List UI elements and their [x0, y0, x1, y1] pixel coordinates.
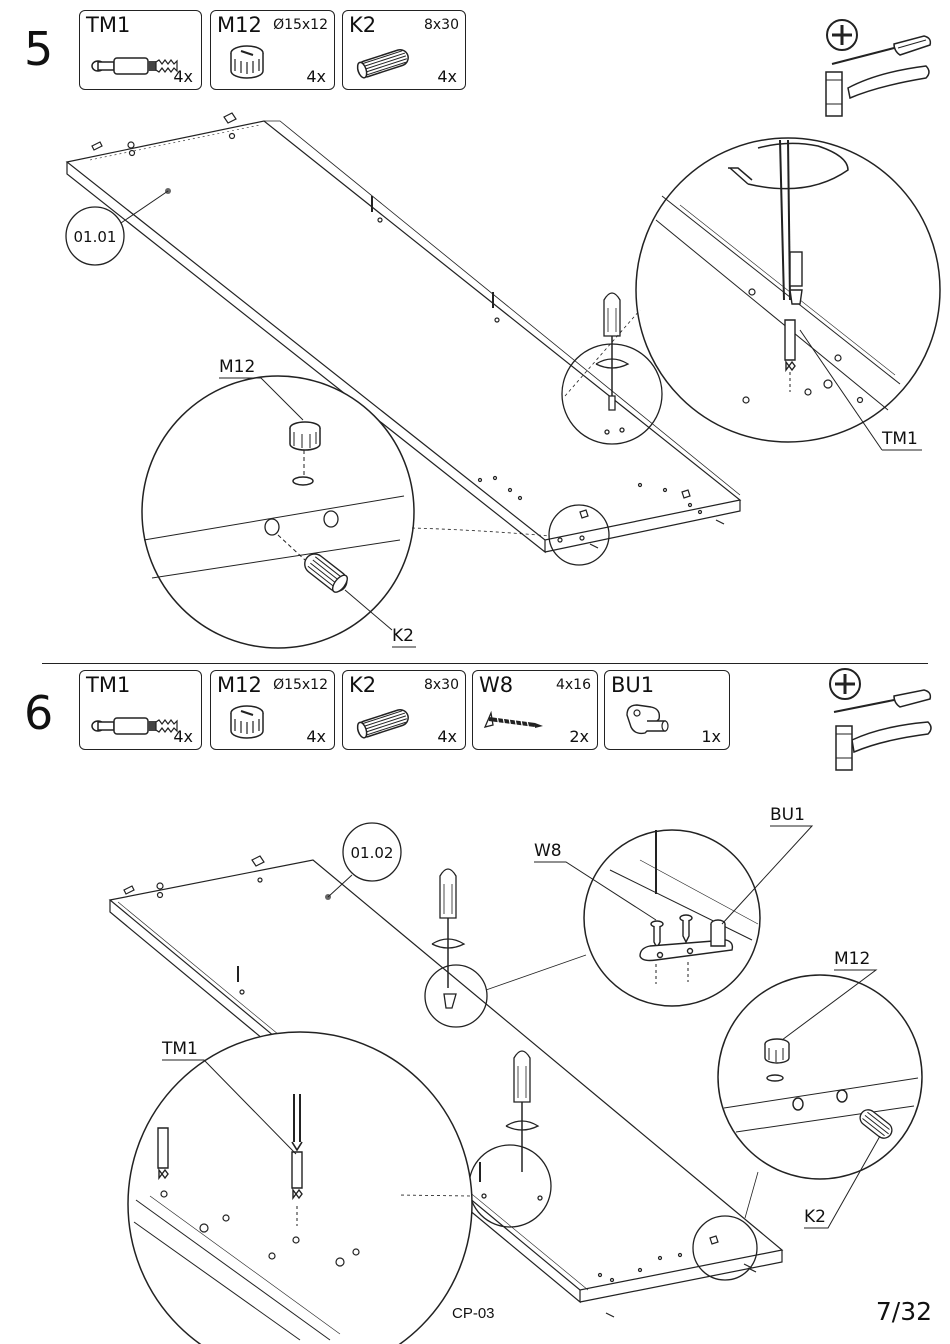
- cam-bolt-detail-icon: [158, 1128, 302, 1226]
- hammer-icon: [836, 722, 931, 770]
- part-code: TM1: [86, 673, 130, 697]
- detail-circle-m12-k2: [718, 975, 922, 1179]
- detail-connector: [398, 1195, 470, 1196]
- corner-hardware: [710, 1236, 752, 1268]
- detail-circle-tm1: [128, 1032, 472, 1344]
- callout-bu1: BU1: [770, 805, 805, 825]
- callout-tm1: TM1: [881, 429, 918, 449]
- detail-circle-tm1-small: [469, 1145, 551, 1227]
- step-6-number: 6: [24, 690, 53, 736]
- detail-circle-bracket: [425, 965, 487, 1027]
- wood-dowel-icon: [349, 701, 419, 745]
- detail-circle-corner: [549, 505, 609, 565]
- part-code: M12: [217, 673, 262, 697]
- wood-screw-icon: [479, 701, 549, 741]
- detail-panel-edge: [610, 860, 758, 940]
- detail-circle-corner: [693, 1216, 757, 1280]
- part-quantity: 4x: [173, 727, 193, 746]
- detail-circle-m12-k2: [142, 376, 414, 648]
- detail-connector: [486, 955, 586, 990]
- panel-label-text: 01.02: [351, 844, 394, 862]
- part-quantity: 4x: [306, 727, 326, 746]
- cam-lock-detail-icon: [765, 1039, 847, 1110]
- shelf-support-detail-icon: [640, 920, 732, 984]
- callout-m12: M12: [219, 357, 255, 377]
- part-code: K2: [349, 673, 376, 697]
- part-card-bu1: BU1 1x: [604, 670, 730, 750]
- panel-leader-line: [328, 875, 352, 897]
- part-quantity: 1x: [701, 727, 721, 746]
- detail-connector: [412, 528, 550, 536]
- cam-lock-icon: [217, 701, 277, 745]
- screwdriver-on-panel-icon: [480, 1051, 542, 1200]
- panel-label-text: 01.01: [74, 228, 117, 246]
- callout-m12: M12: [834, 949, 870, 969]
- step-divider: [42, 663, 928, 664]
- part-code: W8: [479, 673, 513, 697]
- part-dimension: 4x16: [556, 677, 591, 693]
- part-quantity: 2x: [569, 727, 589, 746]
- part-dimension: Ø15x12: [273, 677, 328, 693]
- callout-w8: W8: [534, 841, 562, 861]
- phillips-head-icon: [830, 669, 860, 699]
- screwdriver-on-panel-icon: [596, 293, 628, 434]
- part-quantity: 4x: [437, 727, 457, 746]
- callout-tm1: TM1: [161, 1039, 198, 1059]
- shelf-support-icon: [611, 701, 691, 747]
- cam-bolt-icon: [86, 701, 186, 741]
- part-dimension: 8x30: [424, 677, 459, 693]
- detail-connector: [745, 1172, 758, 1218]
- screwdriver-detail-icon: [292, 1094, 302, 1150]
- step-5-assembly-drawing: 01.01: [0, 0, 950, 660]
- part-card-tm1: TM1 4x: [79, 670, 202, 750]
- callout-k2: K2: [804, 1207, 826, 1227]
- part-code: BU1: [611, 673, 654, 697]
- document-code: CP-03: [452, 1305, 495, 1322]
- detail-circle-w8-bu1: [584, 830, 760, 1006]
- tm1-detail-holes: [161, 1191, 359, 1266]
- part-card-k2: K2 8x30 4x: [342, 670, 466, 750]
- detail-panel-edge-tm1: [134, 1196, 340, 1340]
- screwdriver-icon: [834, 690, 930, 712]
- panel-label-bubble: [343, 823, 401, 881]
- part-card-m12: M12 Ø15x12 4x: [210, 670, 335, 750]
- panel-01-02: [110, 860, 782, 1302]
- dowel-detail-icon: [857, 1107, 895, 1142]
- screwdriver-on-panel-icon: [432, 869, 464, 1008]
- panel-hardware-markers: [124, 856, 756, 1317]
- part-card-w8: W8 4x16 2x: [472, 670, 598, 750]
- panel-marker-dot: [325, 894, 331, 900]
- detail-panel-edge: [724, 1078, 918, 1132]
- callout-k2: K2: [392, 626, 414, 646]
- page-number: 7/32: [876, 1297, 932, 1326]
- screw-detail-icon: [651, 830, 692, 948]
